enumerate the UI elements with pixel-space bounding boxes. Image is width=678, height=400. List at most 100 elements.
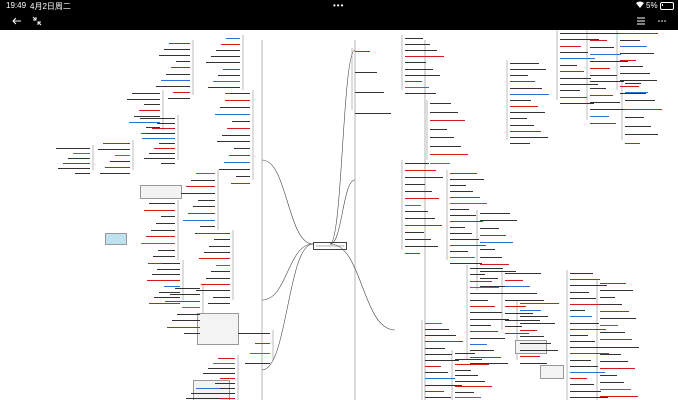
- mindmap-node[interactable]: [110, 158, 130, 162]
- mindmap-node[interactable]: [620, 37, 640, 41]
- mindmap-node[interactable]: [450, 170, 477, 174]
- mindmap-node[interactable]: [144, 101, 160, 106]
- mindmap-node[interactable]: [196, 385, 220, 389]
- mindmap-node[interactable]: [590, 44, 614, 48]
- mindmap-node[interactable]: [480, 239, 513, 244]
- mindmap-node[interactable]: [600, 358, 628, 362]
- mindmap-node[interactable]: [470, 322, 491, 326]
- mindmap-node[interactable]: [560, 36, 599, 41]
- mindmap-node[interactable]: [590, 113, 609, 118]
- mindmap-node[interactable]: [590, 92, 613, 97]
- mindmap-node[interactable]: [520, 300, 559, 304]
- mindmap-node[interactable]: [620, 63, 643, 68]
- mindmap-node[interactable]: [570, 394, 608, 398]
- mindmap-node[interactable]: [505, 270, 541, 274]
- mindmap-node[interactable]: [134, 113, 160, 117]
- mindmap-node[interactable]: [510, 85, 542, 89]
- mindmap-node[interactable]: [425, 320, 442, 324]
- mindmap-node[interactable]: [227, 125, 250, 129]
- mindmap-node[interactable]: [470, 278, 492, 282]
- mindmap-node[interactable]: [151, 227, 175, 231]
- mindmap-node[interactable]: [430, 126, 447, 130]
- mindmap-node[interactable]: [570, 381, 594, 386]
- mindmap-node[interactable]: [600, 294, 615, 299]
- mindmap-node[interactable]: [152, 125, 175, 129]
- mindmap-node[interactable]: [450, 218, 483, 222]
- mindmap-node[interactable]: [430, 151, 468, 156]
- mindmap-node[interactable]: [590, 37, 607, 41]
- mindmap-canvas[interactable]: ▭▭▭▭▭▭▭▭▭▭: [0, 30, 678, 400]
- mindmap-node[interactable]: [405, 59, 426, 64]
- mindmap-node[interactable]: [73, 150, 90, 154]
- mindmap-node[interactable]: [425, 326, 449, 331]
- mindmap-node[interactable]: [570, 363, 598, 367]
- mindmap-node[interactable]: [625, 131, 658, 136]
- mindmap-node[interactable]: [425, 338, 463, 343]
- mindmap-node[interactable]: [510, 103, 538, 108]
- mindmap-node[interactable]: [510, 78, 535, 83]
- mindmap-node[interactable]: [208, 365, 235, 369]
- mindmap-node[interactable]: [222, 132, 250, 136]
- mindmap-node[interactable]: [236, 173, 250, 178]
- mindmap-node[interactable]: [570, 350, 609, 355]
- mindmap-node[interactable]: [560, 94, 587, 98]
- mindmap-node[interactable]: [199, 255, 230, 260]
- mindmap-node[interactable]: [570, 332, 588, 336]
- outline-list-icon[interactable]: [634, 14, 648, 28]
- mindmap-node[interactable]: [470, 341, 487, 345]
- mindmap-node[interactable]: [191, 177, 215, 181]
- mindmap-node[interactable]: [505, 297, 544, 301]
- mindmap-node[interactable]: [170, 291, 200, 296]
- mindmap-node[interactable]: [224, 159, 250, 164]
- mindmap-node[interactable]: [600, 351, 621, 355]
- mindmap-node[interactable]: [450, 260, 482, 264]
- mindmap-node[interactable]: [188, 210, 215, 214]
- mindmap-node[interactable]: [510, 109, 545, 114]
- mindmap-node[interactable]: [425, 394, 451, 398]
- mindmap-node[interactable]: [505, 317, 540, 321]
- mindmap-node[interactable]: [510, 60, 539, 64]
- mindmap-node[interactable]: [480, 225, 499, 229]
- mindmap-node[interactable]: [146, 233, 175, 238]
- mindmap-node[interactable]: [560, 87, 580, 92]
- mindmap-node[interactable]: [505, 290, 537, 294]
- mindmap-node[interactable]: [560, 68, 584, 73]
- mindmap-node[interactable]: [480, 246, 495, 251]
- mindmap-node[interactable]: [470, 284, 499, 288]
- mindmap-node[interactable]: [560, 100, 594, 104]
- mindmap-node[interactable]: [600, 379, 624, 383]
- mindmap-node[interactable]: [450, 212, 476, 216]
- mindmap-node[interactable]: [193, 203, 215, 208]
- mindmap-node[interactable]: [450, 200, 487, 204]
- mindmap-node[interactable]: [405, 250, 420, 254]
- mindmap-node[interactable]: [620, 70, 650, 74]
- mindmap-node[interactable]: [56, 145, 90, 149]
- mindmap-node[interactable]: [570, 282, 607, 287]
- mindmap-node[interactable]: [430, 143, 461, 147]
- mindmap-node[interactable]: [620, 43, 647, 48]
- mindmap-node[interactable]: [625, 97, 655, 102]
- mindmap-node[interactable]: [147, 277, 180, 282]
- mindmap-node[interactable]: [430, 117, 465, 122]
- back-arrow-icon[interactable]: [10, 14, 24, 28]
- mindmap-node[interactable]: [149, 150, 175, 154]
- mindmap-node[interactable]: [162, 260, 180, 264]
- mindmap-node[interactable]: [480, 217, 517, 222]
- mindmap-node[interactable]: [149, 200, 175, 204]
- mindmap-node[interactable]: [220, 375, 235, 379]
- mindmap-node[interactable]: [181, 190, 215, 194]
- mindmap-node[interactable]: [505, 330, 529, 334]
- mindmap-node[interactable]: [425, 363, 441, 368]
- image-thumbnail[interactable]: [193, 380, 230, 400]
- mindmap-node[interactable]: [590, 85, 606, 90]
- mindmap-node[interactable]: [560, 30, 592, 34]
- mindmap-node[interactable]: [505, 277, 523, 281]
- mindmap-node[interactable]: [600, 308, 629, 313]
- mindmap-node[interactable]: [197, 230, 230, 234]
- mindmap-node[interactable]: [590, 120, 616, 124]
- mindmap-node[interactable]: [196, 287, 230, 292]
- mindmap-node[interactable]: [141, 240, 175, 244]
- mindmap-node[interactable]: [210, 385, 235, 389]
- mindmap-node[interactable]: [147, 130, 175, 134]
- mindmap-node[interactable]: [144, 207, 175, 211]
